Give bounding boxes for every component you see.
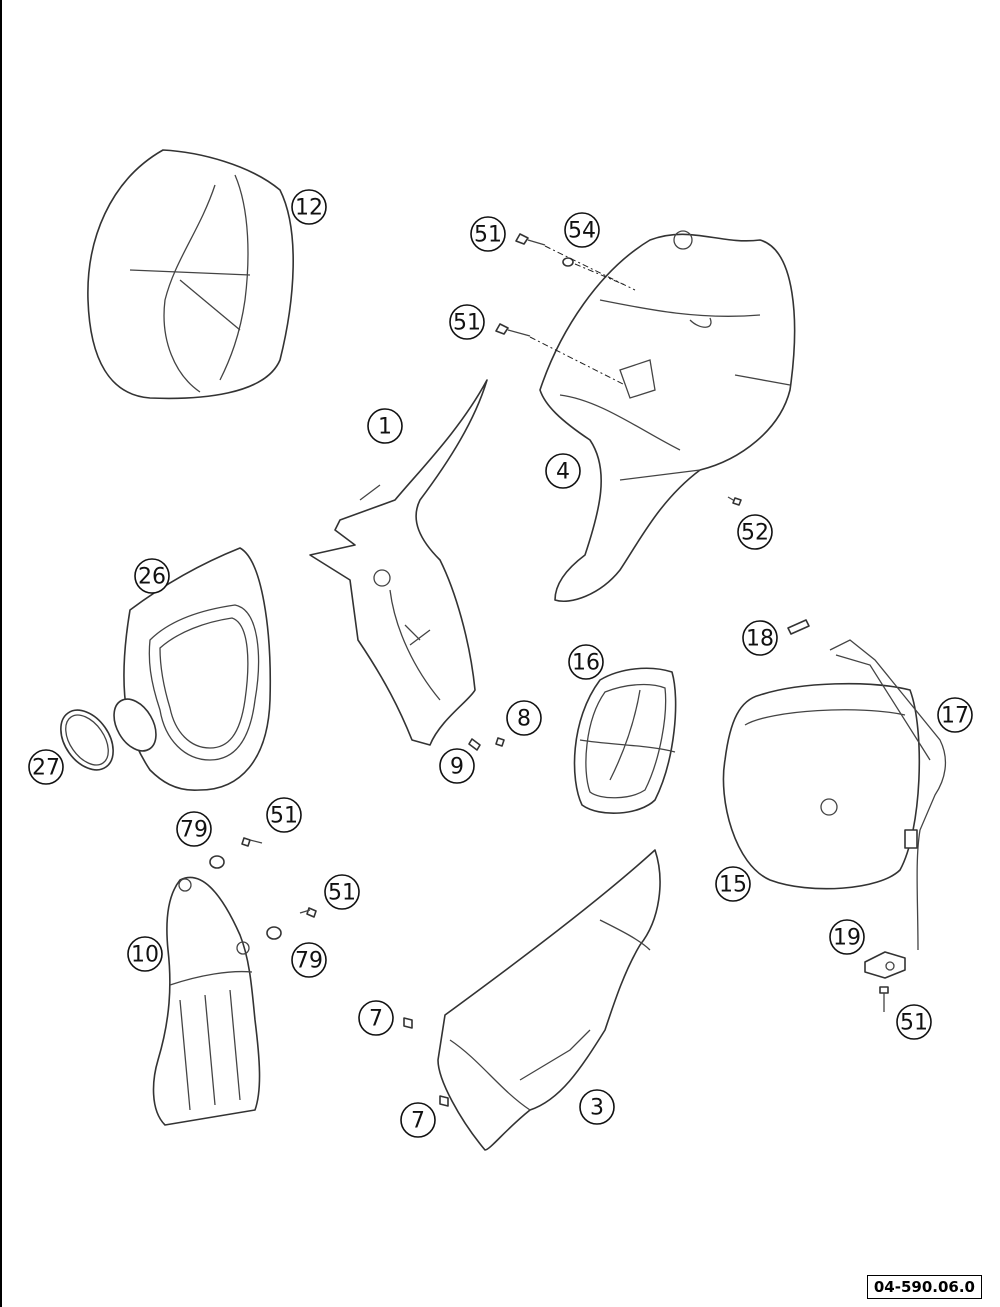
part-16-filter-support [573,667,677,814]
callout-19: 19 [829,919,865,955]
callout-label: 26 [138,565,166,590]
callout-8: 8 [506,700,542,736]
callout-79-b: 79 [291,942,327,978]
diagram-reference-code: 04-590.06.0 [866,1275,982,1299]
callout-label: 51 [328,881,356,906]
callout-label: 79 [295,949,323,974]
callout-label: 51 [270,804,298,829]
part-1-frame-adapter [309,379,488,746]
callout-label: 7 [411,1109,425,1134]
callout-51-b: 51 [449,304,485,340]
part-10-intake-duct [152,876,261,1126]
callout-label: 79 [180,818,208,843]
callout-label: 18 [746,627,774,652]
callout-27: 27 [28,749,64,785]
callout-label: 19 [833,926,861,951]
callout-51-e: 51 [896,1004,932,1040]
callout-51-c: 51 [266,797,302,833]
assembly-guide-lines [529,245,636,386]
callout-label: 3 [590,1096,604,1121]
callout-79-a: 79 [176,811,212,847]
callout-label: 10 [131,943,159,968]
part-19-holder [864,951,906,979]
callout-54: 54 [564,212,600,248]
callout-3: 3 [579,1089,615,1125]
callout-label: 15 [719,873,747,898]
part-12-air-filter [87,149,294,400]
part-27-hose-clamp [60,698,157,771]
callout-18: 18 [742,620,778,656]
callout-4: 4 [545,453,581,489]
callout-label: 51 [900,1011,928,1036]
part-18-pin [787,619,810,635]
callout-26: 26 [134,558,170,594]
callout-label: 27 [32,756,60,781]
callout-label: 54 [568,219,596,244]
part-3-side-cover [437,849,661,1151]
callout-17: 17 [937,697,973,733]
callout-52: 52 [737,514,773,550]
callout-12: 12 [291,189,327,225]
callout-7-a: 7 [358,1000,394,1036]
callout-label: 51 [453,311,481,336]
callout-1: 1 [367,408,403,444]
fasteners [209,233,889,1107]
callout-10: 10 [127,936,163,972]
callout-51-d: 51 [324,874,360,910]
page-left-border [0,0,2,1307]
callout-16: 16 [568,644,604,680]
part-4-airbox [539,230,796,602]
part-17-retaining-wire [829,639,947,951]
callout-label: 12 [295,196,323,221]
callout-15: 15 [715,866,751,902]
callout-label: 17 [941,704,969,729]
callout-51-a: 51 [470,216,506,252]
callout-label: 7 [369,1007,383,1032]
callout-label: 8 [517,707,531,732]
callout-label: 4 [556,460,570,485]
callout-label: 51 [474,223,502,248]
callout-label: 9 [450,755,464,780]
callout-label: 1 [378,415,392,440]
callout-label: 16 [572,651,600,676]
part-15-filter-cover [722,682,921,890]
callout-9: 9 [439,748,475,784]
callout-label: 52 [741,521,769,546]
callout-7-b: 7 [400,1102,436,1138]
